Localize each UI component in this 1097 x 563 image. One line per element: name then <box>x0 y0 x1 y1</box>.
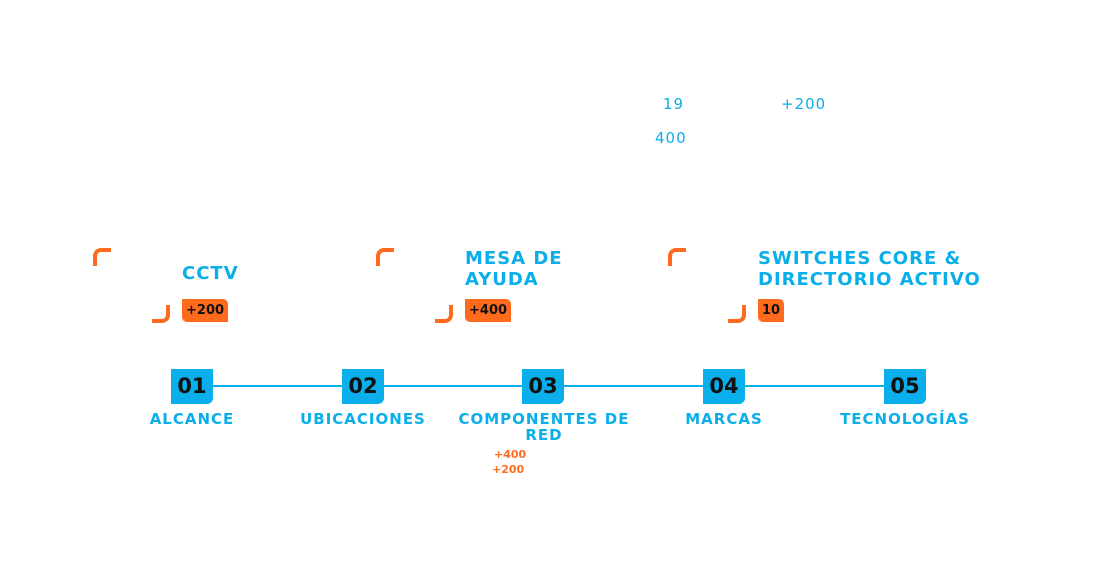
corner-bracket-icon <box>435 305 453 323</box>
step-number-01[interactable]: 01 <box>171 369 213 404</box>
corner-bracket-icon <box>376 248 394 266</box>
step-label-ubicaciones: UBICACIONES <box>300 410 426 428</box>
card-title-mesa-de-ayuda: MESA DE AYUDA <box>465 248 563 290</box>
card-title-cctv: CCTV <box>182 263 239 284</box>
step-label-tecnologias: TECNOLOGÍAS <box>840 410 970 428</box>
corner-bracket-icon <box>152 305 170 323</box>
step-label-alcance: ALCANCE <box>149 410 235 428</box>
card-badge: 10 <box>758 299 785 322</box>
card-badge: +200 <box>182 299 229 322</box>
stat-400: 400 <box>655 129 687 147</box>
corner-bracket-icon <box>668 248 686 266</box>
step-label-marcas: MARCAS <box>685 410 763 428</box>
step-number-04[interactable]: 04 <box>703 369 745 404</box>
step-number-03[interactable]: 03 <box>522 369 564 404</box>
step-sub-200: +200 <box>492 463 525 476</box>
step-sub-400: +400 <box>494 448 527 461</box>
stat-200: +200 <box>781 95 827 113</box>
step-label-text: COMPONENTES DE RED <box>458 410 630 444</box>
card-badge: +400 <box>465 299 512 322</box>
corner-bracket-icon <box>93 248 111 266</box>
step-number-02[interactable]: 02 <box>342 369 384 404</box>
corner-bracket-icon <box>728 305 746 323</box>
step-label-componentes: COMPONENTES DE RED <box>454 411 634 443</box>
card-title-switches: SWITCHES CORE & DIRECTORIO ACTIVO <box>758 248 981 290</box>
stat-19: 19 <box>663 95 685 113</box>
step-number-05[interactable]: 05 <box>884 369 926 404</box>
